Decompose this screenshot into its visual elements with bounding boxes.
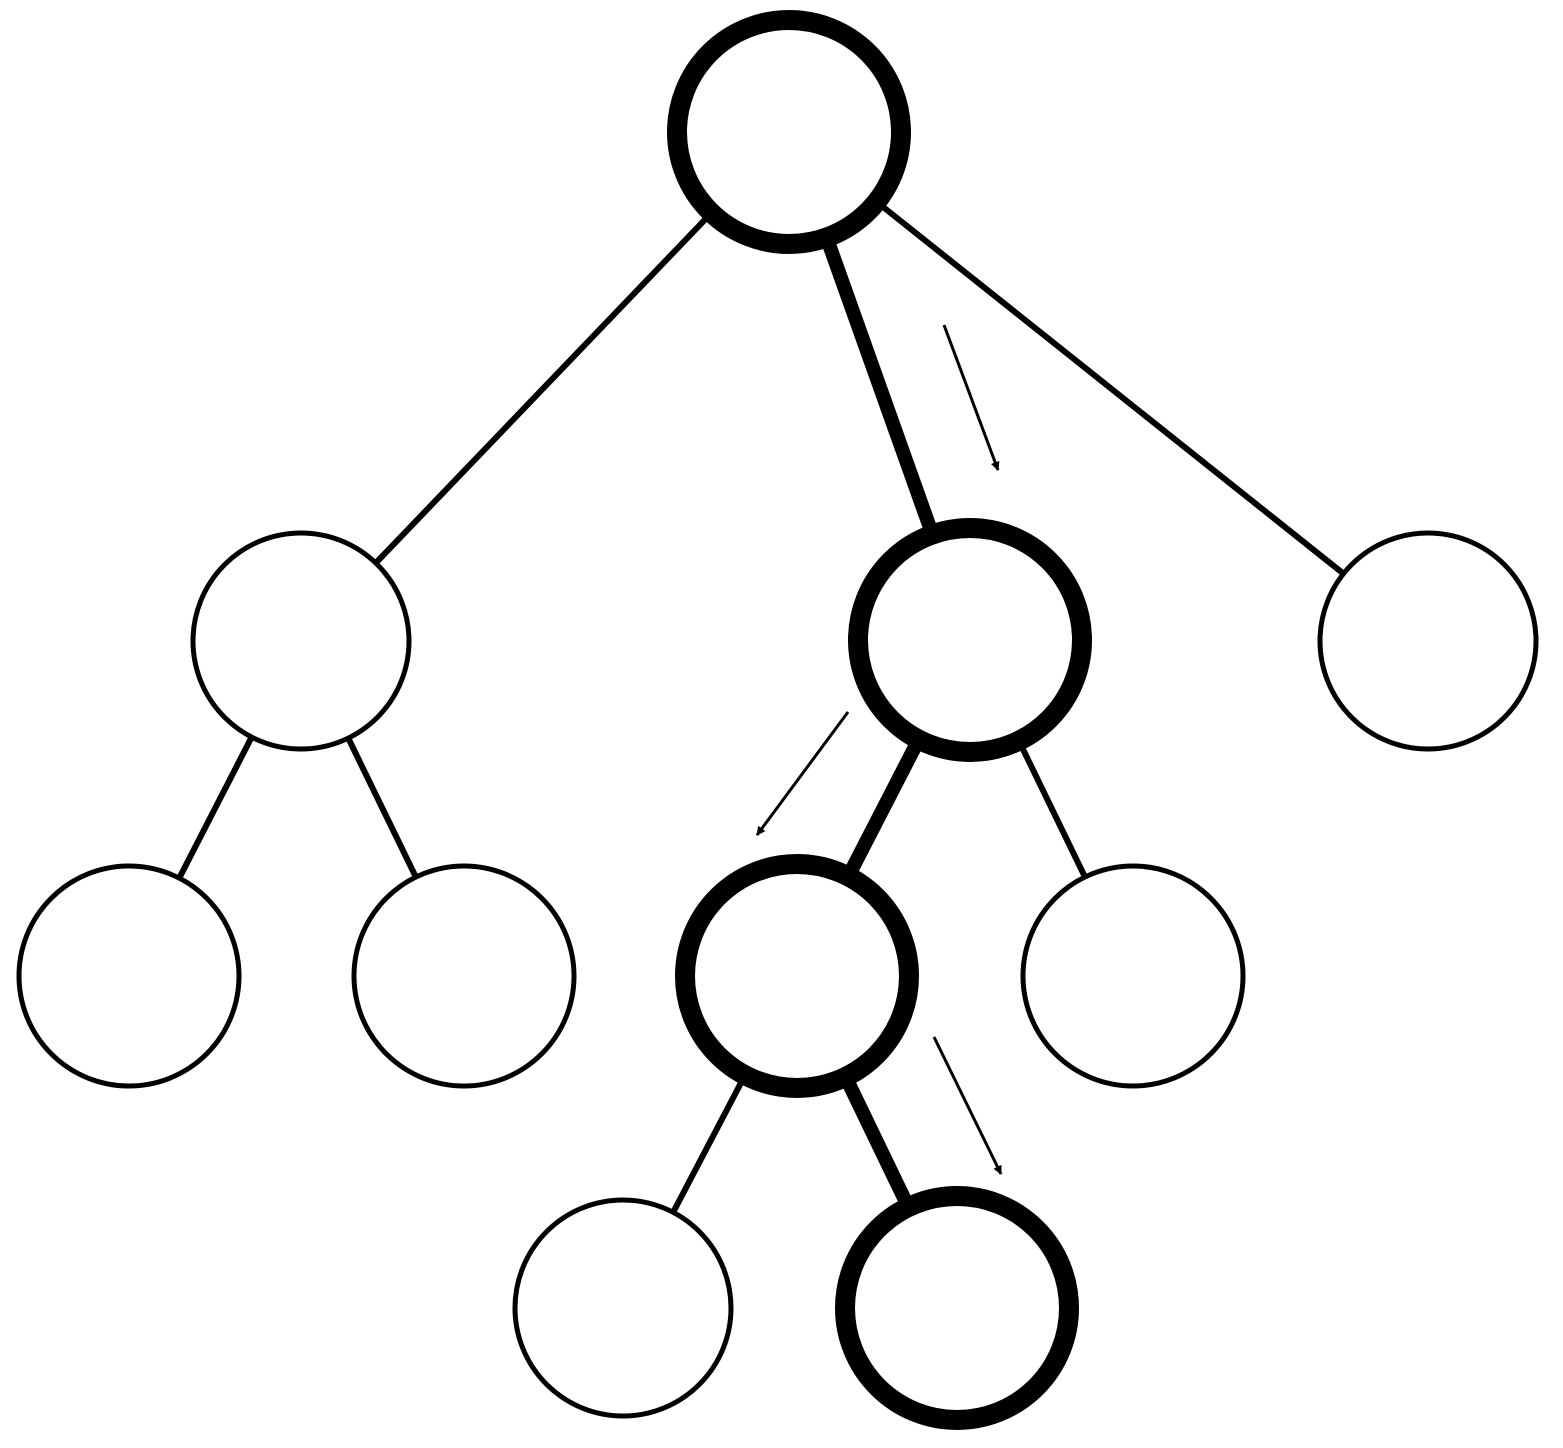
node-middle-left-left — [512, 1197, 734, 1419]
node-left-left — [16, 863, 242, 1089]
arrows-layer — [755, 324, 1003, 1175]
edge-root-to-right — [787, 129, 1430, 644]
node-middle-right — [1020, 863, 1246, 1089]
node-right — [1317, 530, 1539, 752]
nodes-layer — [16, 10, 1539, 1430]
node-left — [190, 530, 412, 752]
node-middle — [848, 518, 1092, 762]
node-middle-left — [675, 854, 919, 1098]
direction-arrow-middle-left-middle-left-right — [932, 1036, 1003, 1175]
node-middle-left-right — [835, 1186, 1079, 1430]
direction-arrow-root-middle — [942, 324, 1000, 471]
node-root — [667, 10, 911, 254]
direction-arrow-middle-middle-left — [755, 711, 850, 836]
node-left-right — [351, 863, 577, 1089]
